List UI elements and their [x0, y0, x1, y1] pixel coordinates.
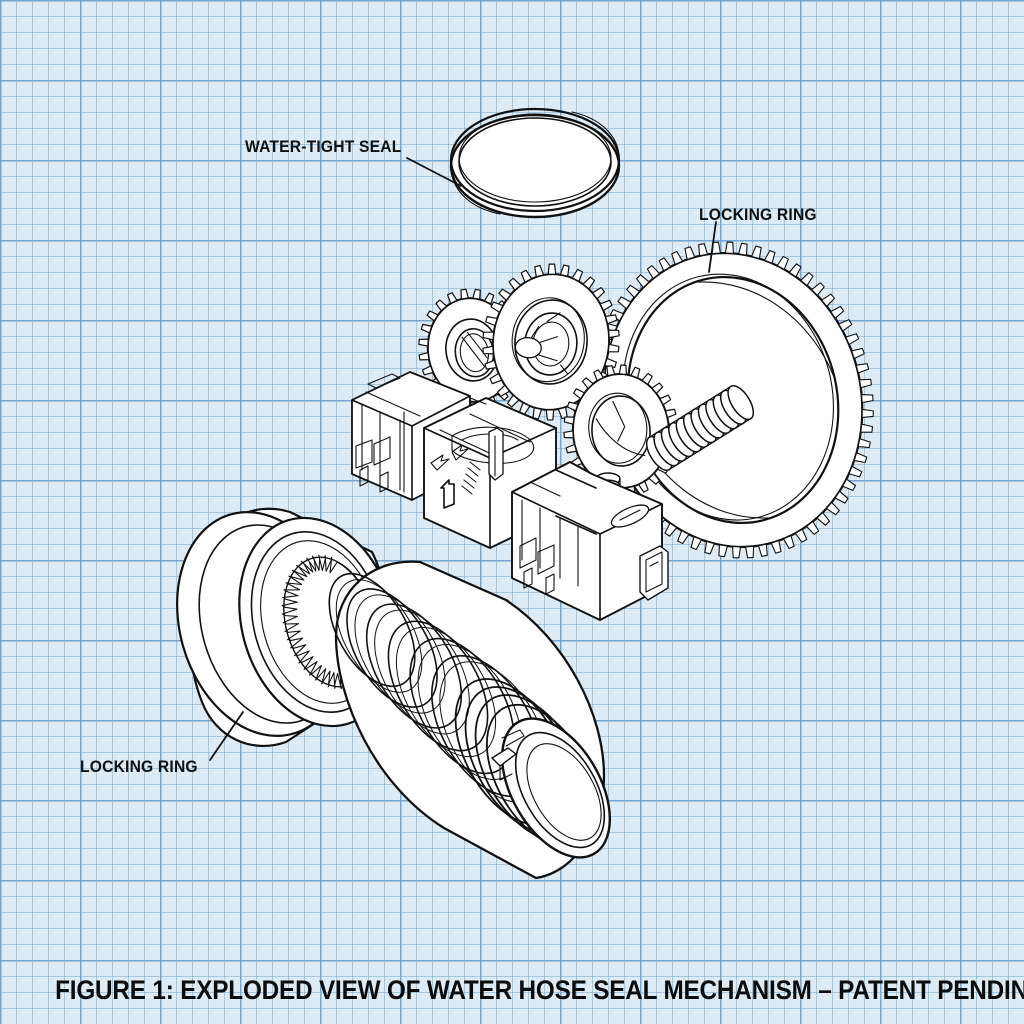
leader-locking-ring-top	[708, 221, 717, 273]
label-locking-ring-bottom: LOCKING RING	[80, 757, 198, 776]
part-gear-medium	[482, 263, 620, 421]
part-spring-horizontal	[645, 385, 755, 471]
label-locking-ring-top: LOCKING RING	[699, 205, 817, 224]
leader-lines	[209, 157, 717, 761]
label-water-tight-seal: WATER-TIGHT SEAL	[245, 137, 402, 156]
figure-caption: FIGURE 1: EXPLODED VIEW OF WATER HOSE SE…	[0, 975, 1024, 1006]
leader-locking-ring-bottom	[209, 711, 244, 761]
figure-caption-text: FIGURE 1: EXPLODED VIEW OF WATER HOSE SE…	[55, 975, 1024, 1005]
part-o-ring	[449, 107, 621, 219]
part-housing-assembly	[351, 371, 669, 621]
leader-water-tight-seal	[406, 157, 462, 187]
part-hose-barb	[328, 560, 612, 880]
